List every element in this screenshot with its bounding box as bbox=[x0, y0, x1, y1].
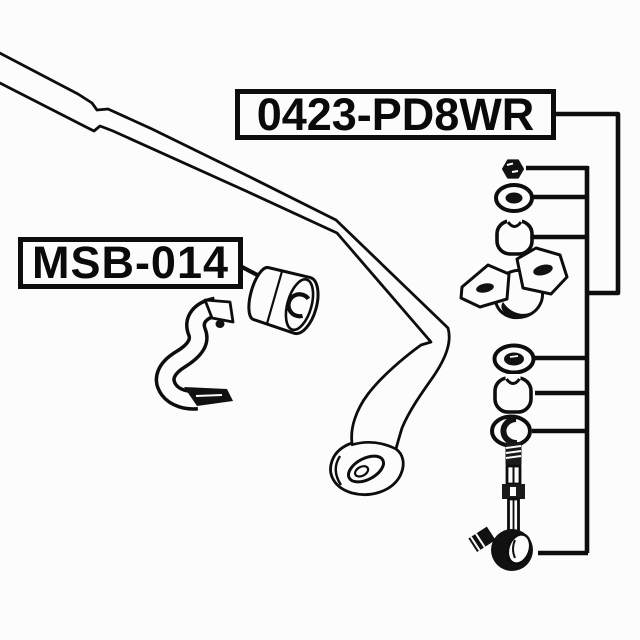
stabilizer-bushing-drawing bbox=[247, 265, 320, 336]
part-number-label-link-assembly: 0423-PD8WR bbox=[235, 89, 556, 140]
cushion-rubber-upper-drawing bbox=[495, 217, 534, 256]
sway-bar-drawing bbox=[0, 51, 451, 496]
washer-upper-drawing bbox=[494, 183, 534, 213]
cushion-washer-drawing bbox=[490, 414, 532, 448]
link-bracket-drawing bbox=[459, 246, 569, 320]
label-connector-lines bbox=[526, 111, 621, 556]
nut-drawing bbox=[502, 159, 524, 179]
cushion-rubber-lower-drawing bbox=[493, 374, 533, 414]
stabilizer-link-drawing bbox=[468, 442, 533, 571]
washer-lower-drawing bbox=[492, 343, 536, 375]
bushing-bracket-drawing bbox=[154, 296, 235, 411]
part-number-label-bushing: MSB-014 bbox=[18, 237, 243, 289]
